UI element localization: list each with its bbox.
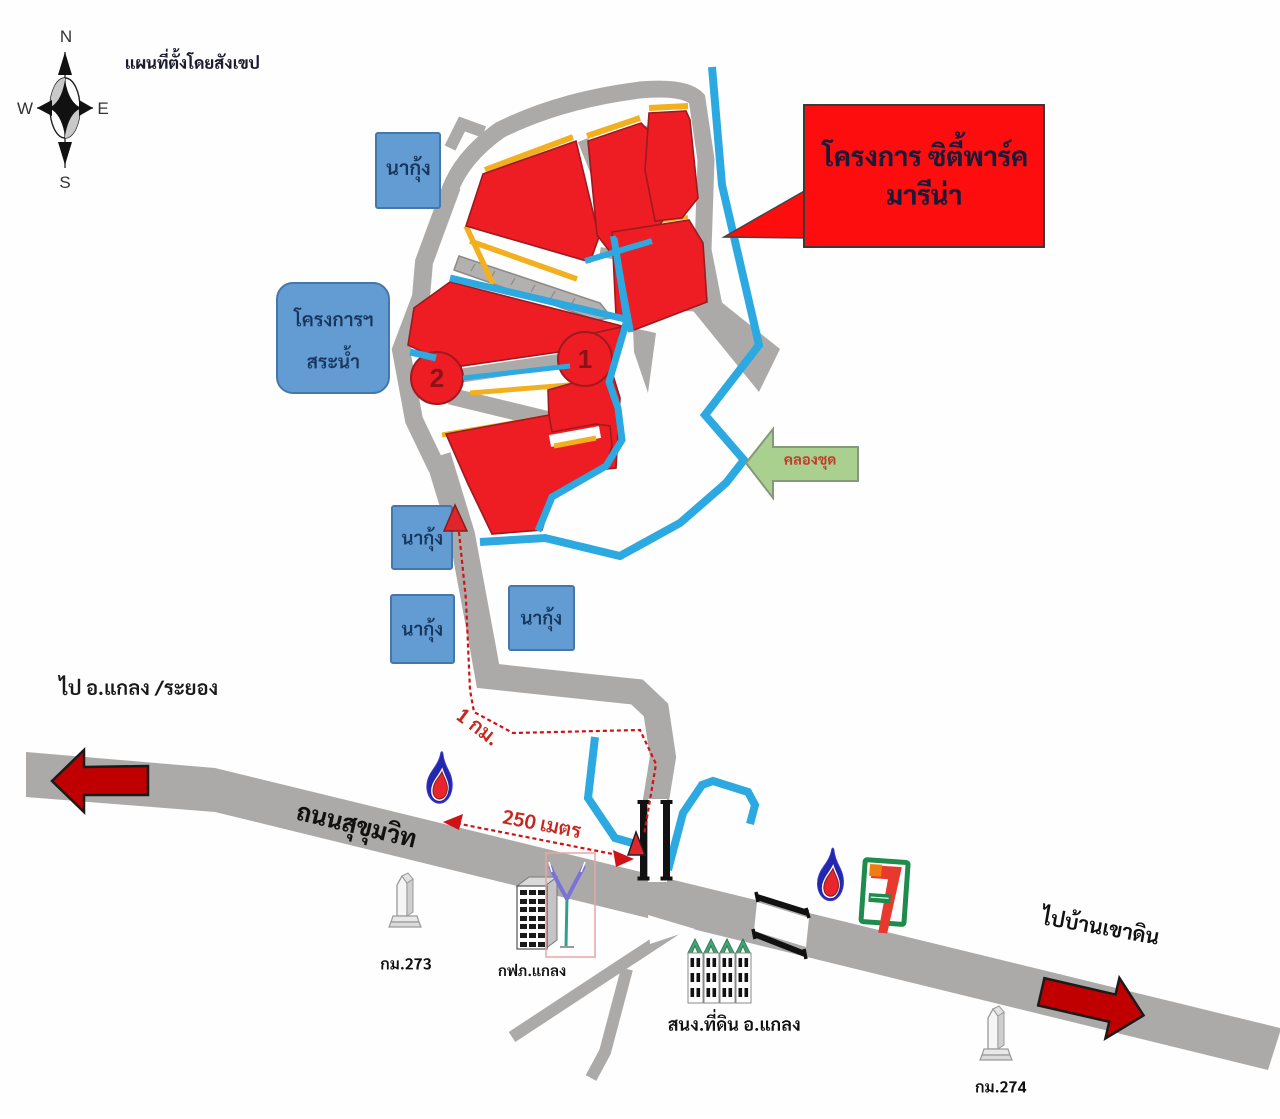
svg-text:W: W <box>17 99 33 118</box>
svg-text:E: E <box>97 99 108 118</box>
svg-text:N: N <box>60 27 72 46</box>
svg-text:1: 1 <box>578 344 592 374</box>
svg-text:2: 2 <box>430 363 444 393</box>
svg-text:S: S <box>59 173 70 192</box>
